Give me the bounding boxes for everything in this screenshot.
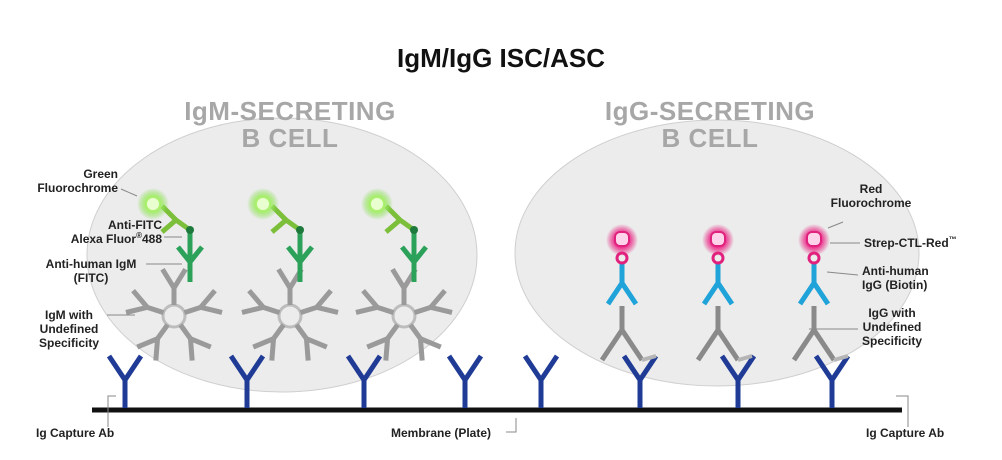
capture-antibody [228, 354, 266, 408]
anti-human-igm [176, 232, 204, 282]
igm-cell-title: IgM-SECRETING B CELL [180, 98, 400, 152]
label-anti-human-igg: Anti-human IgG (Biotin) [862, 264, 929, 292]
igg-cell-title-line2: B CELL [661, 123, 759, 153]
label-anti-human-igm: Anti-human IgM (FITC) [38, 257, 144, 285]
capture-antibody [345, 354, 383, 408]
leader-lines [107, 188, 909, 433]
capture-antibody [522, 354, 560, 408]
red-fluorochrome [606, 224, 638, 256]
trademark: ™ [948, 235, 957, 244]
label-ig-capture-left: Ig Capture Ab [36, 426, 115, 440]
green-fluorochrome [247, 188, 279, 220]
green-fluorochrome [137, 188, 169, 220]
red-fluorochrome [702, 224, 734, 256]
igm-pentamer [241, 267, 339, 361]
label-anti-fitc-line2a: Alexa Fluor [70, 232, 137, 246]
igg-cell-title: IgG-SECRETING B CELL [600, 98, 820, 152]
igg-cell-title-line1: IgG-SECRETING [604, 96, 816, 126]
igm-pentamer [125, 267, 223, 361]
label-igm-undefined: IgM with Undefined Specificity [30, 308, 108, 350]
label-igm-undefined-line2: Undefined [39, 322, 99, 336]
green-fluorochrome [361, 188, 393, 220]
label-strep-ctl-red-text: Strep-CTL-Red [864, 236, 949, 250]
anti-human-igm [400, 232, 428, 282]
capture-antibody [813, 354, 851, 408]
capture-antibody [719, 354, 757, 408]
label-anti-human-igm-line1: Anti-human IgM [45, 257, 137, 271]
label-anti-human-igg-line1: Anti-human [862, 264, 929, 278]
label-igg-undefined: IgG with Undefined Specificity [852, 306, 932, 348]
igm-cell-title-line2: B CELL [241, 123, 339, 153]
igm-cell-title-line1: IgM-SECRETING [184, 96, 396, 126]
igg-antibody [791, 306, 849, 362]
label-green-fluorochrome: Green Fluorochrome [37, 167, 118, 195]
label-anti-fitc-line2b: 488 [141, 232, 162, 246]
label-red-fluorochrome-line2: Fluorochrome [830, 196, 912, 210]
label-anti-human-igg-line2: IgG (Biotin) [862, 278, 928, 292]
anti-fitc-antibody [384, 204, 418, 234]
capture-antibody [446, 354, 484, 408]
label-igg-undefined-line1: IgG with [868, 306, 916, 320]
label-anti-fitc-line1: Anti-FITC [108, 218, 162, 232]
label-anti-human-igm-line2: (FITC) [73, 271, 109, 285]
label-igg-undefined-line2: Undefined [862, 320, 922, 334]
label-membrane: Membrane (Plate) [390, 426, 492, 440]
label-igm-undefined-line1: IgM with [45, 308, 93, 322]
red-fluorochrome [798, 224, 830, 256]
registered-mark: ® [136, 231, 142, 240]
label-ig-capture-right: Ig Capture Ab [866, 426, 945, 440]
label-igg-undefined-line3: Specificity [861, 334, 923, 348]
igg-antibody [599, 306, 657, 362]
label-green-fluorochrome-line1: Green [83, 167, 118, 181]
label-red-fluorochrome: Red Fluorochrome [815, 182, 927, 210]
capture-antibody [106, 354, 144, 408]
igg-antibody [695, 306, 753, 362]
label-anti-fitc: Anti-FITC Alexa Fluor®488 [71, 218, 162, 246]
igm-b-cell [86, 117, 478, 393]
capture-antibody [621, 354, 659, 408]
label-strep-ctl-red: Strep-CTL-Red™ [864, 235, 957, 251]
label-igm-undefined-line3: Specificity [38, 336, 100, 350]
igm-pentamer [355, 267, 453, 361]
diagram-title: IgM/IgG ISC/ASC [397, 43, 605, 73]
label-green-fluorochrome-line2: Fluorochrome [37, 181, 118, 195]
anti-human-igm [286, 232, 314, 282]
label-red-fluorochrome-line1: Red [859, 182, 883, 196]
